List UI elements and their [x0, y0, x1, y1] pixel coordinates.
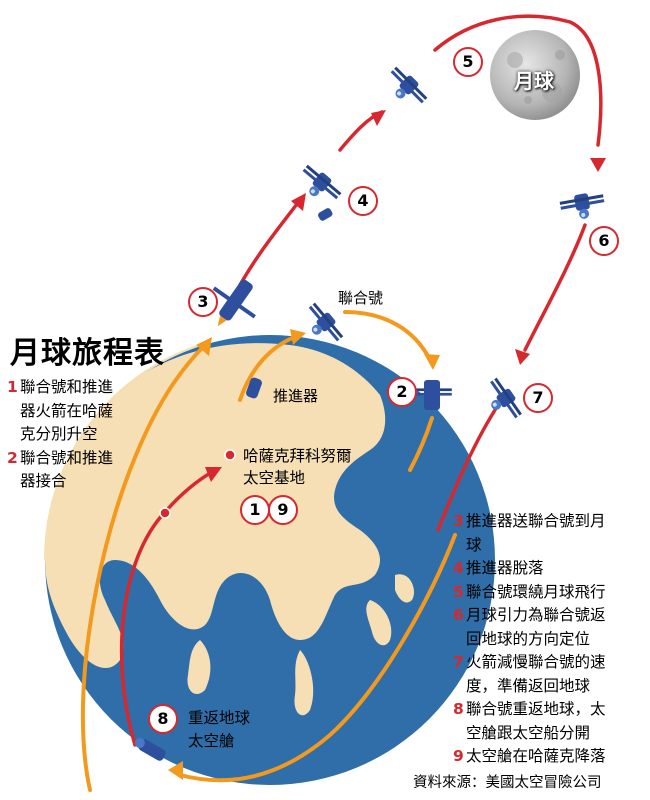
step-text: 聯合號和推進 器接合 — [20, 448, 114, 491]
step-number: 7 — [453, 653, 464, 671]
spacecraft-5 — [381, 63, 431, 113]
step-text: 太空艙在哈薩克降落 — [466, 747, 606, 765]
step-item: 9 太空艙在哈薩克降落 — [453, 745, 606, 769]
step-text: 推進器脫落 — [466, 559, 544, 577]
badge-step-4: 4 — [348, 186, 378, 216]
badge-step-9: 9 — [268, 495, 298, 525]
step-number: 4 — [453, 559, 464, 577]
label-base-line1: 哈薩克拜科努爾 — [243, 447, 352, 465]
step-text: 火箭減慢聯合號的速 度，準備返回地球 — [466, 653, 606, 695]
step-item: 6 月球引力為聯合號返 回地球的方向定位 — [453, 604, 606, 651]
badge-step-5: 5 — [453, 47, 483, 77]
label-base-line2: 太空基地 — [243, 469, 306, 487]
spacecraft-docked — [412, 380, 452, 410]
step-number: 8 — [453, 700, 464, 718]
step-number: 2 — [7, 448, 18, 467]
source-credit: 資料來源：美國太空冒險公司 — [413, 775, 602, 791]
step-text: 推進器送聯合號到月 球 — [466, 512, 606, 554]
step-item: 7 火箭減慢聯合號的速 度，準備返回地球 — [453, 651, 606, 698]
badge-step-8: 8 — [148, 704, 178, 734]
red-trajectory — [119, 14, 603, 747]
orange-arrowheads — [168, 329, 440, 780]
badge-step-1: 1 — [240, 495, 270, 525]
label-booster: 推進器 — [273, 387, 319, 405]
badge-step-3: 3 — [188, 287, 218, 317]
reentry-capsule — [134, 738, 166, 761]
badge-step-6: 6 — [589, 226, 619, 256]
moon — [490, 30, 580, 120]
step-item: 3 推進器送聯合號到月 球 — [453, 510, 606, 557]
step-item: 4 推進器脫落 — [453, 557, 606, 581]
spacecraft-6 — [558, 190, 607, 223]
step-text: 聯合號和推進 器火箭在哈薩 克分別升空 — [20, 378, 114, 443]
step-item: 5 聯合號環繞月球飛行 — [453, 581, 606, 605]
spacecraft-launch — [246, 377, 262, 399]
step-number: 5 — [453, 582, 464, 601]
step-number: 9 — [453, 747, 464, 765]
step-item: 8 聯合號重返地球，太 空艙跟太空船分開 — [453, 698, 606, 745]
steps-left: 1 聯合號和推進 器火箭在哈薩 克分別升空 2 聯合號和推進 器接合 — [7, 376, 113, 494]
orange-trajectory — [80, 310, 457, 792]
booster-detached — [318, 208, 333, 221]
step-number: 6 — [453, 606, 464, 624]
label-reentry-line2: 太空艙 — [188, 732, 235, 750]
label-lianhe: 聯合號 — [338, 289, 384, 307]
step-number: 3 — [453, 512, 464, 530]
label-reentry-line1: 重返地球 — [188, 709, 251, 727]
step-text: 聯合號環繞月球飛行 — [466, 582, 606, 601]
steps-right: 3 推進器送聯合號到月 球 4 推進器脫落 5 聯合號環繞月球飛行 6 月球引力… — [453, 510, 606, 769]
red-arrowheads — [205, 110, 606, 482]
step-number: 1 — [7, 378, 18, 396]
step-text: 聯合號重返地球，太 空艙跟太空船分開 — [466, 700, 606, 742]
step-text: 月球引力為聯合號返 回地球的方向定位 — [466, 606, 606, 648]
badge-step-2: 2 — [387, 377, 417, 407]
launch-site-dots — [159, 449, 236, 519]
step-item: 2 聯合號和推進 器接合 — [7, 447, 113, 494]
page-title: 月球旅程表 — [10, 336, 165, 371]
spacecraft-boost — [212, 279, 256, 327]
badge-step-7: 7 — [523, 383, 553, 413]
step-item: 1 聯合號和推進 器火箭在哈薩 克分別升空 — [7, 376, 113, 447]
moon-label: 月球 — [514, 69, 554, 93]
spacecraft-7 — [479, 375, 526, 426]
